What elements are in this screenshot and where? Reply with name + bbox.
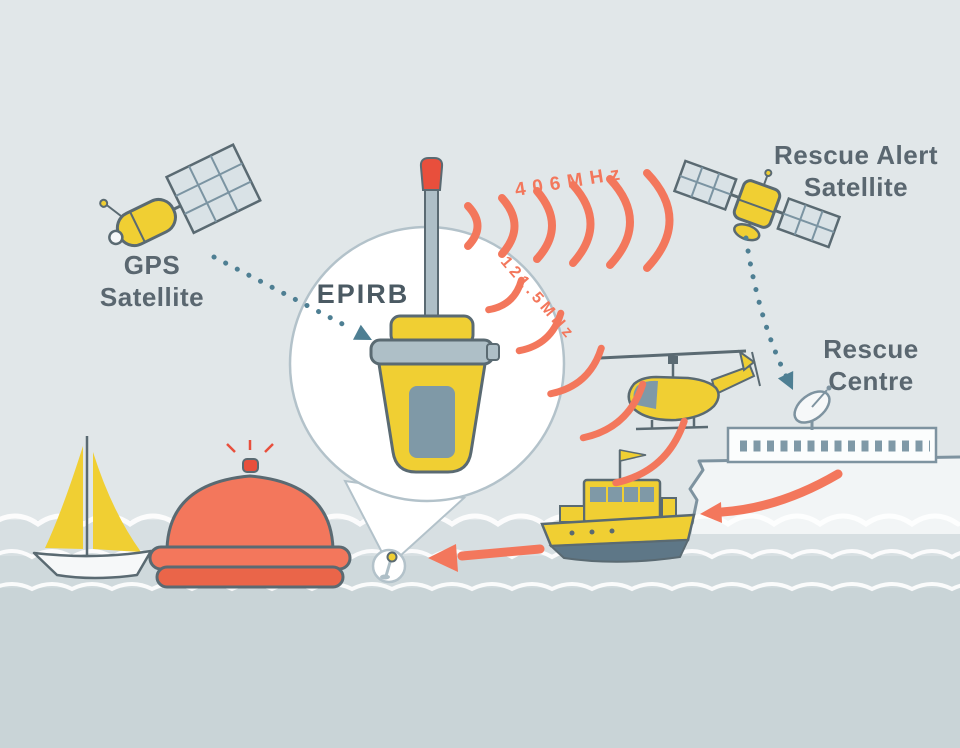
panel-grid-line xyxy=(188,165,218,223)
sea-band-lower xyxy=(0,588,960,748)
antenna xyxy=(106,204,122,217)
rotor-blade xyxy=(599,349,747,360)
panel-grid-line xyxy=(782,212,835,233)
signal-arc xyxy=(569,181,595,267)
signal-arc xyxy=(464,202,482,250)
satellite-dish-icon xyxy=(793,385,832,430)
antenna-tip xyxy=(419,157,444,191)
rotor-hub xyxy=(668,356,678,364)
rescue-centre-label-line2: Centre xyxy=(828,366,913,396)
hull-lower xyxy=(548,538,690,563)
rescue-path-arrow xyxy=(700,469,843,523)
antenna-tip xyxy=(764,168,773,177)
radio-waves-121-icon xyxy=(485,276,688,487)
rescue-centre-building-icon xyxy=(726,385,938,464)
dispatch-arrow-head xyxy=(700,502,722,523)
dotted-signal-arrow-gps xyxy=(211,254,372,340)
antenna xyxy=(762,175,769,186)
epirb-label: EPIRB xyxy=(317,279,410,309)
jib-sail xyxy=(93,452,141,552)
label-panel xyxy=(409,386,455,458)
antenna-tip xyxy=(99,198,109,208)
signal-arc xyxy=(547,344,605,398)
radio-waves-406-icon xyxy=(464,169,674,272)
satellite-body xyxy=(732,179,782,229)
porthole xyxy=(609,528,615,534)
panel-grid-line xyxy=(209,155,239,212)
porthole xyxy=(589,529,595,535)
epirb-callout xyxy=(288,157,566,568)
rescue-centre-label-line1: Rescue xyxy=(823,334,919,364)
wave-line xyxy=(0,582,960,592)
collar xyxy=(369,338,495,366)
dotted-signal-arrow-satellite xyxy=(743,235,794,390)
signal-arc xyxy=(643,169,674,272)
flash-ray xyxy=(264,443,274,453)
bow-locker xyxy=(559,505,585,523)
dish-feed-arm xyxy=(811,389,828,408)
downlink-arrow-head xyxy=(777,371,794,390)
landing-skid xyxy=(635,425,709,431)
signal-arc xyxy=(485,276,525,314)
signal-arc xyxy=(498,194,519,258)
lifeboat-icon xyxy=(540,449,696,563)
body-seam xyxy=(129,211,146,243)
downlink-dotted-line xyxy=(743,235,789,379)
rescue-alert-satellite-label-line2: Satellite xyxy=(804,172,908,202)
helicopter-icon xyxy=(599,349,761,431)
nose-dish xyxy=(108,229,124,246)
main-sail xyxy=(45,446,83,549)
gps-link-arrow-head xyxy=(353,324,372,340)
floating-epirb-icon xyxy=(371,548,407,584)
tail-fin xyxy=(738,349,756,372)
flag xyxy=(619,449,647,462)
raft-tube-lower xyxy=(155,565,345,589)
panel-grid-line xyxy=(184,180,252,215)
antenna xyxy=(424,185,439,321)
panel-grid-line xyxy=(175,162,243,197)
raft-canopy xyxy=(165,474,335,551)
gps-satellite-icon xyxy=(99,142,262,248)
signal-arc xyxy=(612,417,688,487)
sailboat-icon xyxy=(32,436,153,580)
mount-clip xyxy=(486,343,500,361)
building xyxy=(726,426,938,464)
labels: GPS Satellite Rescue Alert Satellite Res… xyxy=(100,140,938,396)
signal-arc xyxy=(579,380,647,442)
tail-rotor xyxy=(751,351,761,387)
panel-grid-line xyxy=(679,175,732,196)
epirb-device-icon xyxy=(369,157,500,474)
flash-light xyxy=(242,458,259,473)
wave-line xyxy=(0,513,960,528)
signal-arc xyxy=(515,309,565,355)
casualty-arrow-shaft xyxy=(457,544,545,561)
gps-link-dotted-line xyxy=(211,254,355,332)
signal-arc xyxy=(533,187,556,263)
dispatch-arrow-shaft xyxy=(717,469,843,517)
gps-satellite-label-line2: Satellite xyxy=(100,282,204,312)
life-raft-icon xyxy=(148,440,352,589)
signal-arc xyxy=(606,175,634,269)
gps-satellite-label-line1: GPS xyxy=(124,250,180,280)
porthole xyxy=(569,530,575,536)
body-seam xyxy=(738,198,775,214)
rescue-alert-satellite-label-line1: Rescue Alert xyxy=(774,140,938,170)
float-beacon xyxy=(386,551,398,563)
boat-to-casualty-arrow xyxy=(428,544,545,572)
flash-ray xyxy=(226,443,236,453)
rescue-alert-satellite-icon xyxy=(672,159,842,249)
casualty-arrow-head xyxy=(428,544,458,572)
dish-feed xyxy=(826,385,832,391)
